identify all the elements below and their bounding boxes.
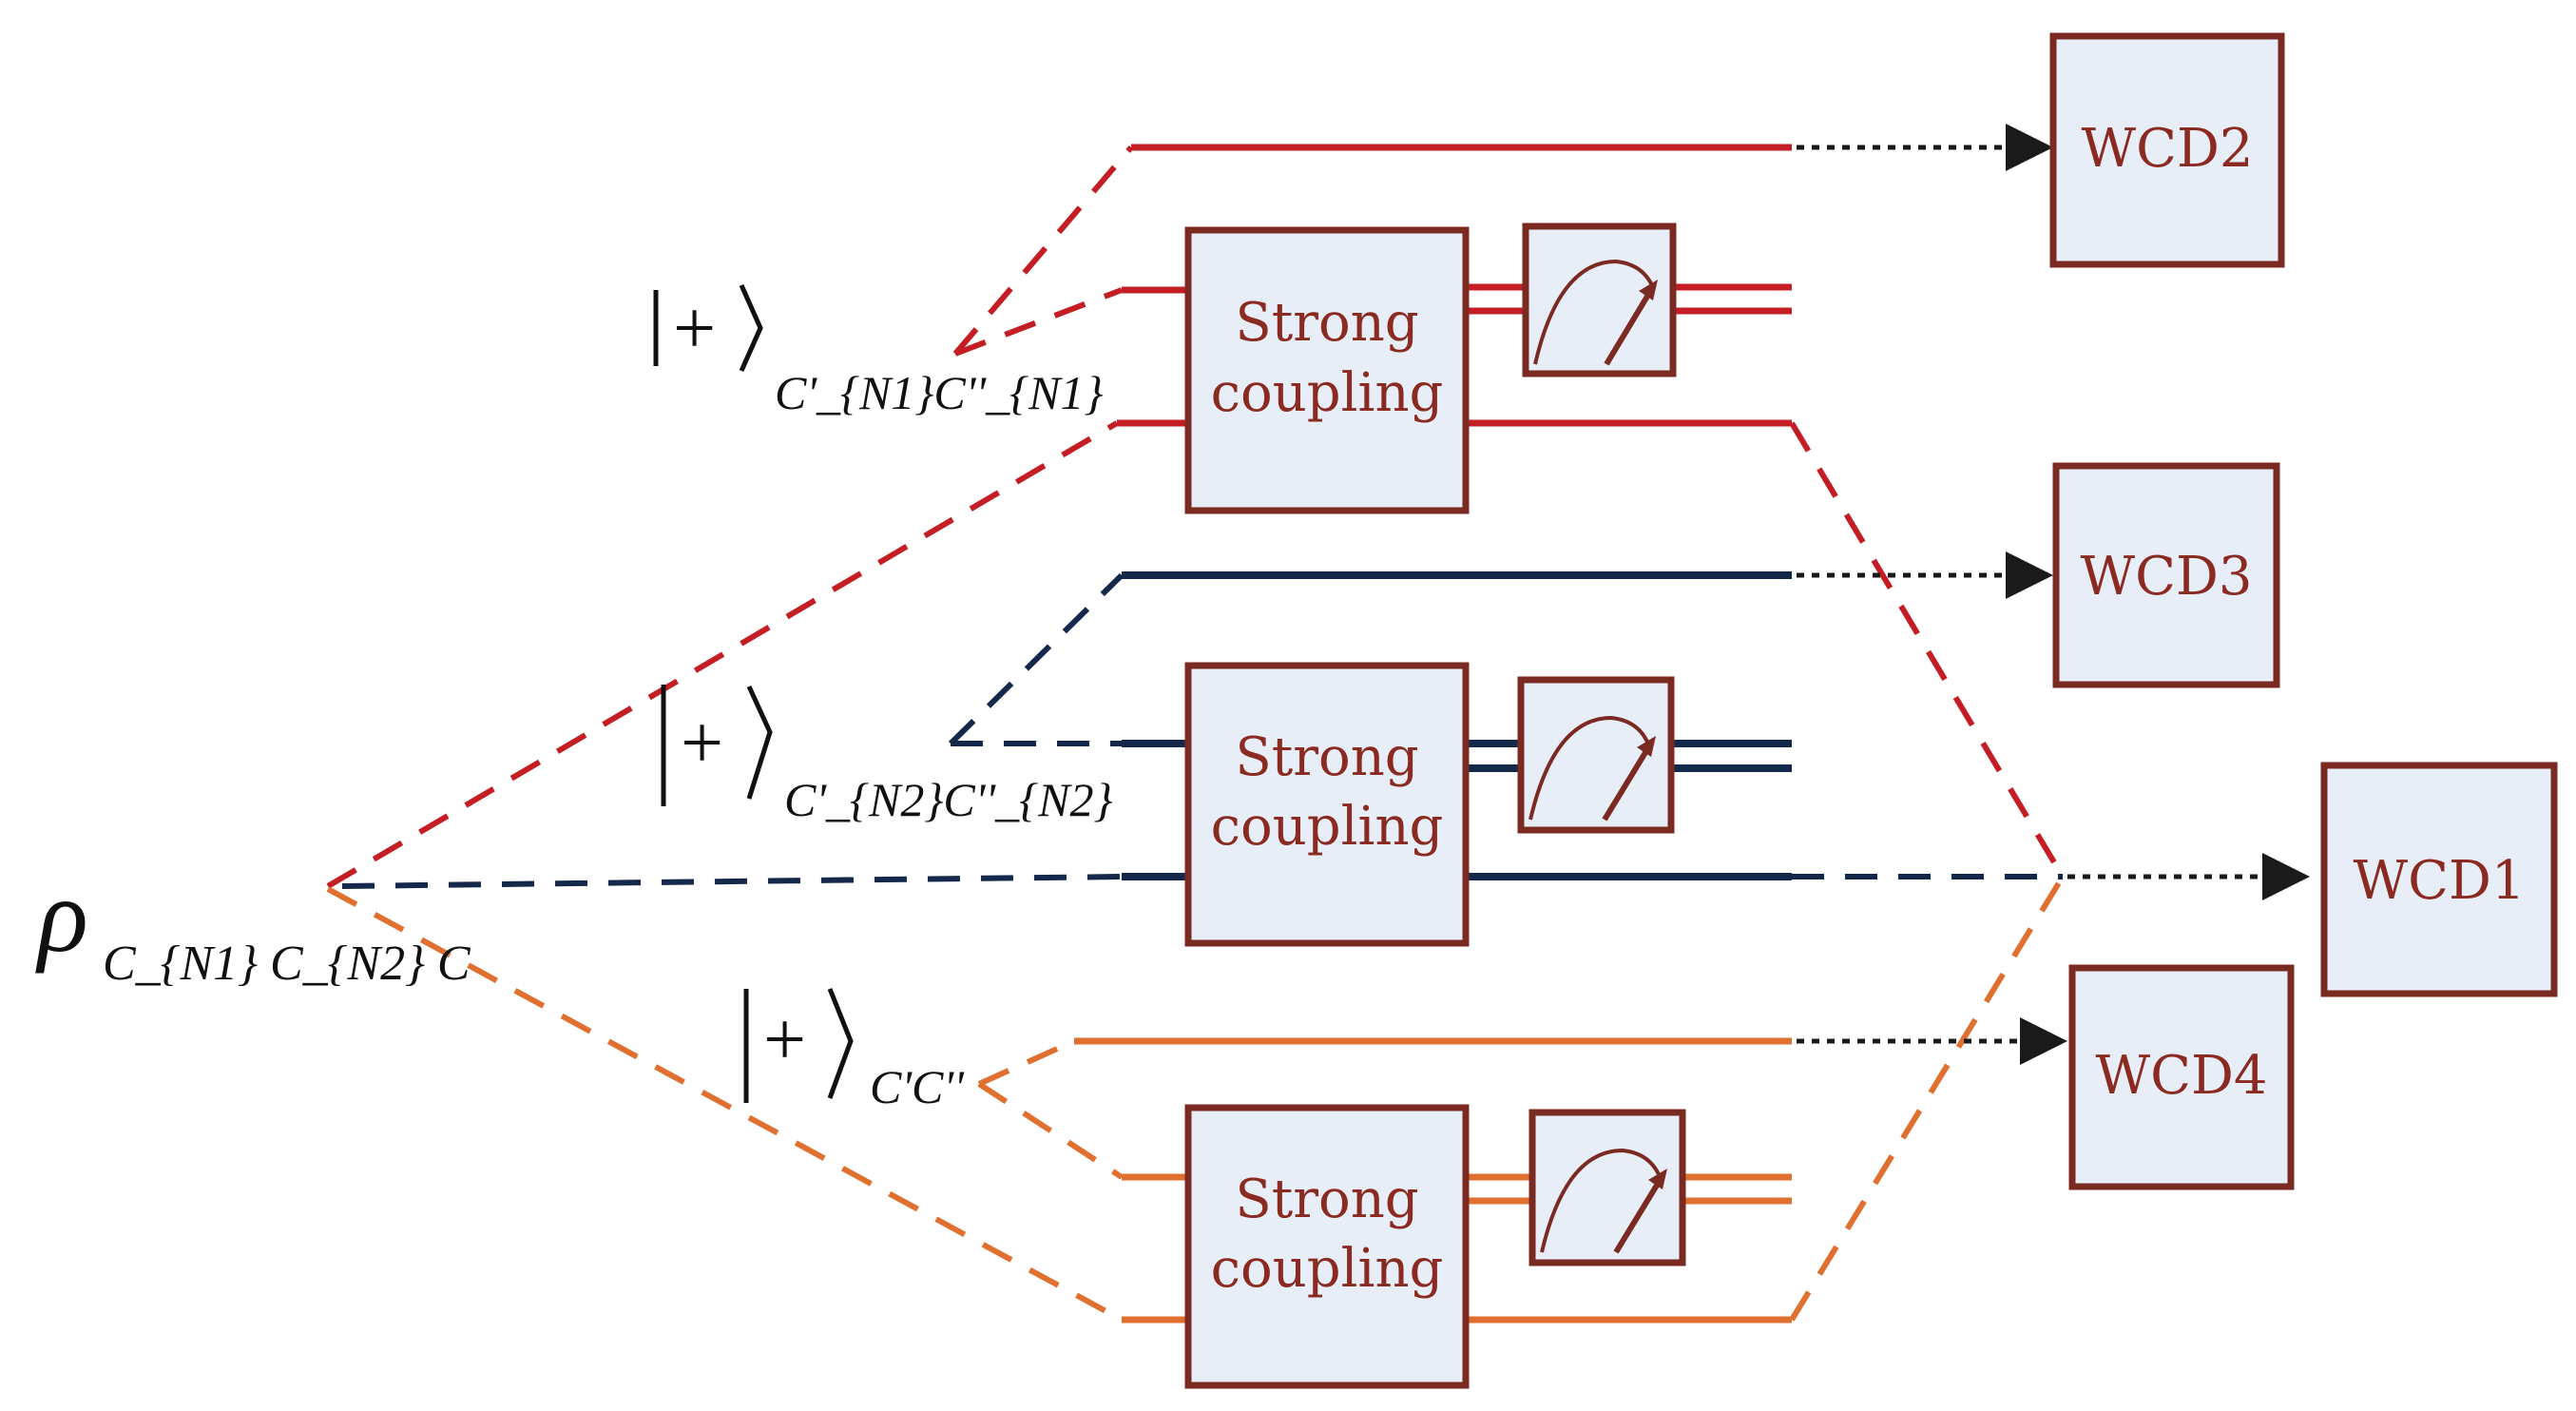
navy-dashed-branch-top	[948, 572, 1125, 746]
ket-1-subscript: C'_{N1}C''_{N1}	[775, 366, 1103, 419]
ket-3-content: +	[763, 998, 806, 1082]
coupling-box-3: Strong coupling	[1184, 1104, 1470, 1389]
wcd2-label: WCD2	[2082, 118, 2254, 180]
red-dashed-from-source	[326, 420, 1119, 889]
rho-symbol: ρ	[35, 858, 88, 974]
detector-wcd1: WCD1	[2320, 762, 2558, 997]
detector-arrows	[1797, 124, 2310, 1065]
orange-dashed-to-merge	[1789, 875, 2066, 1322]
ancilla-ket-3: + C'C''	[743, 988, 965, 1113]
red-dashed-branch-mid	[953, 287, 1124, 357]
coupling-box-3-line1: Strong	[1235, 1169, 1418, 1230]
ancilla-ket-2: + C'_{N2}C''_{N2}	[661, 685, 1112, 826]
meter-icon	[1517, 676, 1675, 834]
orange-dashed-from-source	[326, 886, 1124, 1323]
wcd3-label: WCD3	[2081, 546, 2253, 608]
coupling-box-2: Strong coupling	[1184, 662, 1470, 947]
coupling-box-1-line2: coupling	[1211, 362, 1444, 424]
ket-2-subscript: C'_{N2}C''_{N2}	[784, 773, 1112, 826]
coupling-box-2-line1: Strong	[1235, 726, 1418, 788]
red-dashed-branch-top	[952, 145, 1134, 356]
coupling-box-1-line1: Strong	[1235, 292, 1418, 354]
detector-wcd3: WCD3	[2052, 462, 2280, 688]
wcd1-label: WCD1	[2354, 850, 2526, 912]
wcd4-label: WCD4	[2096, 1045, 2268, 1107]
coupling-box-2-line2: coupling	[1211, 796, 1444, 858]
detector-wcd2: WCD2	[2049, 32, 2285, 268]
ket-1-content: +	[673, 287, 716, 371]
ket-2-content: +	[681, 702, 723, 785]
coupling-box-1: Strong coupling	[1184, 226, 1470, 514]
ancilla-ket-1: + C'_{N1}C''_{N1}	[653, 283, 1103, 419]
meter-icon	[1528, 1109, 1686, 1266]
red-dashed-to-merge	[1789, 421, 2066, 879]
ket-3-subscript: C'C''	[870, 1060, 965, 1113]
source-state-label: ρ C_{N1} C_{N2} C	[35, 858, 471, 991]
coupling-box-3-line2: coupling	[1211, 1238, 1444, 1300]
detector-wcd4: WCD4	[2068, 964, 2295, 1190]
navy-dashed-from-source	[341, 874, 1123, 889]
meter-icon	[1522, 222, 1677, 377]
orange-dashed-branch-top	[977, 1038, 1076, 1087]
orange-dashed-branch-mid	[977, 1081, 1124, 1180]
rho-subscript: C_{N1} C_{N2} C	[103, 937, 471, 991]
